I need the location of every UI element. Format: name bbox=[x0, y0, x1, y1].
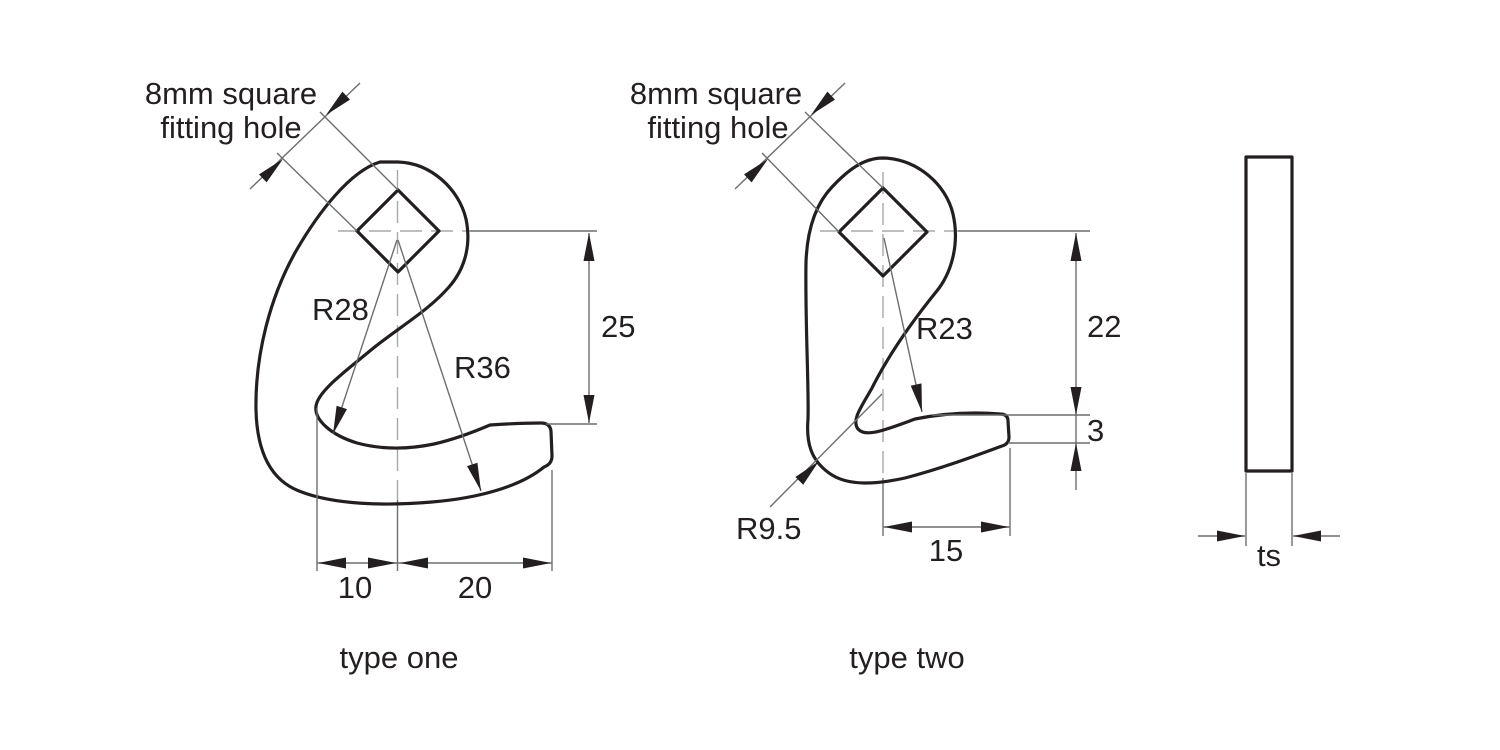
hook-one-hole-label-line2: fitting hole bbox=[160, 110, 301, 145]
hook-two-dim-tip-label: 3 bbox=[1087, 413, 1104, 448]
hook-two-hole-label-line1: 8mm square bbox=[630, 76, 802, 111]
hook-two-hole-extension-line-lower bbox=[761, 152, 840, 233]
hook-two-radius-r23-leader bbox=[883, 237, 923, 413]
hook-one-height-arrow-top bbox=[583, 233, 595, 261]
hook-one-caption: type one bbox=[340, 640, 459, 675]
hook-one-arrow-10-right bbox=[368, 557, 396, 569]
hook-two-hole-label-line2: fitting hole bbox=[647, 110, 788, 145]
hook-two-hole-arrow-lower bbox=[744, 159, 768, 183]
figure-side-view: ts bbox=[1198, 155, 1340, 573]
side-view-thickness-label: ts bbox=[1257, 538, 1281, 573]
hook-one-radius-r36-arrow bbox=[467, 462, 481, 491]
hook-two-hole-extension-line-upper bbox=[804, 111, 884, 189]
hook-one-hole-arrow-upper bbox=[326, 91, 350, 115]
hook-one-hole-extension-line-lower bbox=[276, 152, 358, 232]
hook-one-dim-right-label: 20 bbox=[458, 570, 492, 605]
hook-one-radius-outer-label: R36 bbox=[454, 350, 511, 385]
hook-one-arrow-20-right bbox=[523, 557, 551, 569]
hook-two-dim-reach-label: 15 bbox=[929, 533, 963, 568]
hook-one-hole-arrow-lower bbox=[259, 159, 283, 183]
hook-one-arrow-10-left bbox=[318, 557, 346, 569]
hook-two-reach-arrow-left bbox=[884, 521, 912, 533]
hook-two-radius-curl-label: R9.5 bbox=[736, 511, 801, 546]
hook-one-radius-r28-arrow bbox=[333, 405, 347, 434]
hook-two-radius-r23-arrow bbox=[910, 383, 922, 412]
hook-one-square-hole bbox=[355, 188, 441, 274]
hook-two-outline bbox=[804, 156, 1011, 485]
hook-one-arrow-20-left bbox=[400, 557, 428, 569]
hook-two-reach-arrow-right bbox=[981, 521, 1009, 533]
hook-two-dim-height-label: 22 bbox=[1087, 309, 1121, 344]
side-view-plate bbox=[1244, 155, 1294, 473]
hook-one-outline bbox=[254, 160, 554, 506]
figure-hook-type-one: 8mm square fitting hole R28 R36 25 10 20… bbox=[145, 76, 636, 675]
hook-two-radius-inner-label: R23 bbox=[916, 311, 973, 346]
hook-one-hole-label-line1: 8mm square bbox=[145, 76, 317, 111]
hook-one-radius-inner-label: R28 bbox=[312, 292, 369, 327]
hook-two-radius-r95-arrow bbox=[795, 461, 819, 485]
hook-two-square-hole bbox=[837, 186, 929, 278]
hook-two-tip-arrow-up bbox=[1070, 443, 1082, 471]
figure-hook-type-two: 8mm square fitting hole R23 R9.5 22 3 15… bbox=[630, 76, 1122, 675]
hook-one-dim-height-label: 25 bbox=[601, 309, 635, 344]
side-view-arrow-left bbox=[1217, 530, 1245, 542]
hook-two-radius-r95-leader bbox=[769, 393, 883, 508]
hook-two-height-arrow-top bbox=[1070, 233, 1082, 261]
hook-one-height-arrow-bottom bbox=[583, 395, 595, 423]
hook-one-radius-r28-leader bbox=[332, 239, 398, 435]
side-view-arrow-right bbox=[1293, 530, 1321, 542]
hook-two-caption: type two bbox=[849, 640, 964, 675]
hook-two-hole-arrow-upper bbox=[811, 91, 835, 115]
hook-one-radius-r36-leader bbox=[397, 239, 482, 492]
hook-one-hole-extension-line-upper bbox=[319, 111, 399, 191]
hook-two-height-arrow-bottom bbox=[1070, 387, 1082, 415]
hook-one-dim-left-label: 10 bbox=[338, 570, 372, 605]
